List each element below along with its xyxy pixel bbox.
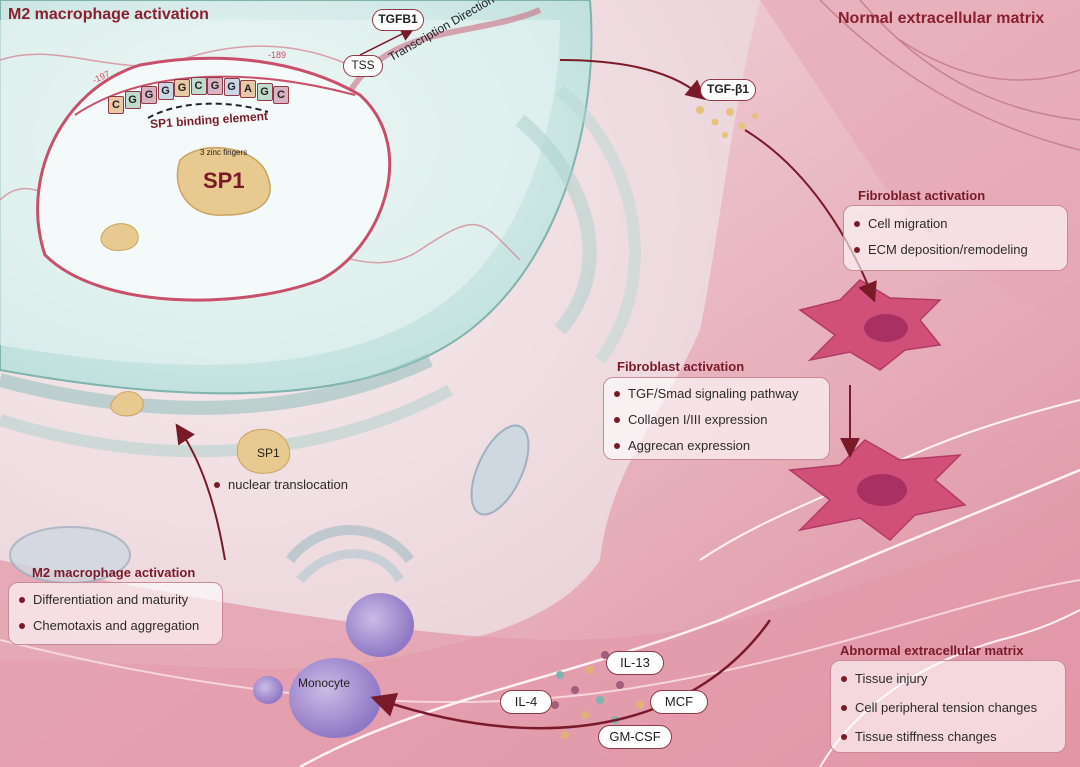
page-title-right: Normal extracellular matrix bbox=[838, 10, 1045, 27]
nucleotide-base: C bbox=[190, 77, 207, 95]
tgf-beta1-label: TGF-β1 bbox=[700, 79, 756, 101]
nucleotide-base: G bbox=[141, 85, 157, 104]
page-title-left: M2 macrophage activation bbox=[8, 6, 209, 23]
nucleotide-base: G bbox=[207, 76, 223, 95]
item-label: ECM deposition/remodeling bbox=[868, 242, 1028, 257]
list-item: Cell migration bbox=[850, 211, 1061, 237]
item-label: Cell migration bbox=[868, 216, 948, 231]
item-label: Tissue stiffness changes bbox=[855, 729, 997, 744]
zinc-fingers-label: 3 zinc fingers bbox=[200, 148, 248, 157]
list-item: Collagen I/III expression bbox=[610, 407, 823, 433]
il13-label: IL-13 bbox=[606, 651, 664, 675]
nucleotide-base: G bbox=[256, 82, 273, 101]
item-label: Chemotaxis and aggregation bbox=[33, 618, 200, 633]
nucleotide-base: G bbox=[223, 77, 240, 96]
nucleotide-base: G bbox=[174, 78, 190, 97]
fibroblast-mid-title: Fibroblast activation bbox=[617, 359, 745, 374]
position-right-label: -189 bbox=[268, 50, 287, 60]
list-item: Differentiation and maturity bbox=[15, 587, 216, 613]
item-label: Cell peripheral tension changes bbox=[855, 700, 1038, 715]
il4-label: IL-4 bbox=[500, 690, 552, 714]
list-item: Chemotaxis and aggregation bbox=[15, 613, 216, 639]
nucleotide-base: C bbox=[273, 86, 289, 104]
sp1-small-label: SP1 bbox=[257, 446, 280, 460]
nuclear-translocation-item: nuclear translocation bbox=[210, 475, 348, 495]
sp1-large-label: SP1 bbox=[203, 168, 245, 193]
abnormal-box-title: Abnormal extracellular matrix bbox=[840, 643, 1024, 658]
nucleotide-base: A bbox=[240, 79, 256, 98]
nuclear-translocation-label: nuclear translocation bbox=[228, 477, 348, 492]
bullet-dot bbox=[841, 675, 847, 682]
mcf-label: MCF bbox=[650, 690, 708, 714]
fibroblast-top-title: Fibroblast activation bbox=[858, 188, 986, 203]
item-label: Aggrecan expression bbox=[628, 438, 751, 453]
fibroblast-top-box: Cell migration ECM deposition/remodeling bbox=[843, 205, 1068, 271]
item-label: TGF/Smad signaling pathway bbox=[628, 386, 799, 401]
bullet-dot bbox=[614, 443, 620, 449]
bullet-dot bbox=[854, 247, 860, 253]
list-item: Cell peripheral tension changes bbox=[837, 693, 1059, 722]
tgfb1-label: TGFB1 bbox=[372, 9, 424, 31]
bullet-dot bbox=[19, 597, 25, 603]
list-item: Aggrecan expression bbox=[610, 433, 823, 459]
list-item: TGF/Smad signaling pathway bbox=[610, 381, 823, 407]
list-item: Tissue stiffness changes bbox=[837, 722, 1059, 751]
monocyte-label: Monocyte bbox=[298, 676, 351, 690]
bullet-dot bbox=[854, 221, 860, 227]
bullet-dot bbox=[214, 482, 220, 488]
fibroblast-mid-box: TGF/Smad signaling pathway Collagen I/II… bbox=[603, 377, 830, 460]
tss-label: TSS bbox=[343, 55, 383, 77]
item-label: Collagen I/III expression bbox=[628, 412, 768, 427]
list-item: ECM deposition/remodeling bbox=[850, 237, 1061, 263]
m2-box-title: M2 macrophage activation bbox=[32, 565, 196, 580]
bullet-dot bbox=[614, 417, 620, 423]
nucleotide-base: G bbox=[157, 81, 174, 100]
abnormal-box: Tissue injury Cell peripheral tension ch… bbox=[830, 660, 1066, 753]
nucleotide-base: G bbox=[124, 90, 141, 109]
bullet-dot bbox=[841, 733, 847, 740]
item-label: Differentiation and maturity bbox=[33, 592, 189, 607]
bullet-dot bbox=[19, 623, 25, 629]
nucleotide-base: C bbox=[108, 96, 124, 114]
gmcsf-label: GM-CSF bbox=[598, 725, 672, 749]
bullet-dot bbox=[841, 704, 847, 711]
m2-box: Differentiation and maturity Chemotaxis … bbox=[8, 582, 223, 645]
list-item: Tissue injury bbox=[837, 664, 1059, 693]
bullet-dot bbox=[614, 391, 620, 397]
item-label: Tissue injury bbox=[855, 671, 928, 686]
